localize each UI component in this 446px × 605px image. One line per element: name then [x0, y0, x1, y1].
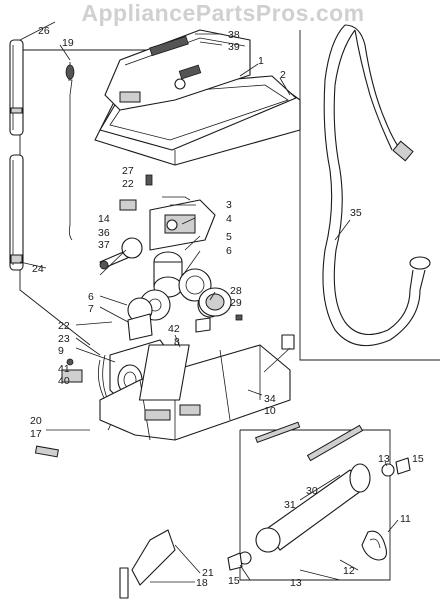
label-6-right: 6: [226, 245, 232, 257]
label-17: 17: [30, 428, 42, 440]
label-21: 21: [202, 567, 214, 579]
label-29: 29: [230, 297, 242, 309]
handle-cover: [104, 29, 251, 111]
hose: [322, 24, 431, 347]
label-35: 35: [350, 207, 362, 219]
label-22-mid: 22: [58, 320, 70, 332]
label-28: 28: [230, 285, 242, 297]
label-20: 20: [30, 415, 42, 427]
label-11: 11: [400, 513, 411, 525]
bracket: [281, 334, 295, 350]
cord-wire: [65, 62, 75, 241]
label-42: 42: [168, 323, 180, 335]
fan-assembly: [198, 287, 243, 321]
label-27: 27: [122, 165, 134, 177]
bottom-plate: [34, 445, 59, 458]
label-13-right: 13: [378, 453, 390, 465]
label-26: 26: [38, 25, 50, 37]
label-12: 12: [343, 565, 355, 577]
label-14: 14: [98, 213, 110, 225]
label-40: 40: [58, 375, 70, 387]
base-housing: [99, 344, 291, 441]
label-10: 10: [264, 405, 276, 417]
wand-tube-lower: [9, 154, 24, 271]
label-8: 8: [174, 336, 180, 348]
label-37: 37: [98, 239, 110, 251]
label-36: 36: [98, 227, 110, 239]
adjuster-rod: [99, 237, 143, 270]
label-15-right: 15: [412, 453, 424, 465]
label-1: 1: [258, 55, 264, 67]
label-38: 38: [228, 29, 240, 41]
height-adjuster: [119, 529, 176, 599]
label-23: 23: [58, 333, 70, 345]
label-34: 34: [264, 393, 276, 405]
label-5: 5: [226, 231, 232, 243]
clip-bracket: [127, 313, 153, 341]
belt-guard: [149, 199, 216, 251]
label-2: 2: [280, 69, 286, 81]
label-7: 7: [88, 303, 94, 315]
label-39: 39: [228, 41, 240, 53]
switch-block: [61, 358, 83, 383]
label-31: 31: [284, 499, 296, 511]
label-18: 18: [196, 577, 208, 589]
label-3: 3: [226, 199, 232, 211]
label-22-top: 22: [122, 178, 134, 190]
brushroll-frame: [239, 421, 391, 581]
end-caps: [227, 457, 411, 571]
switch: [119, 199, 137, 211]
part-labels: 26 19 38 39 1 2 27 22 3 14 4 36 5 37 6 2…: [30, 25, 424, 589]
label-41: 41: [58, 363, 70, 375]
right-frame: [299, 30, 440, 361]
label-6-left: 6: [88, 291, 94, 303]
screw-top: [145, 174, 191, 201]
label-24: 24: [32, 263, 44, 275]
label-4: 4: [226, 213, 232, 225]
belt: [361, 530, 387, 561]
label-15-bottom: 15: [228, 575, 240, 587]
label-30: 30: [306, 485, 318, 497]
label-13-bottom: 13: [290, 577, 302, 589]
label-19: 19: [62, 37, 74, 49]
label-9: 9: [58, 345, 64, 357]
wand-tube-upper: [9, 39, 24, 136]
leader-lines: [19, 21, 399, 583]
